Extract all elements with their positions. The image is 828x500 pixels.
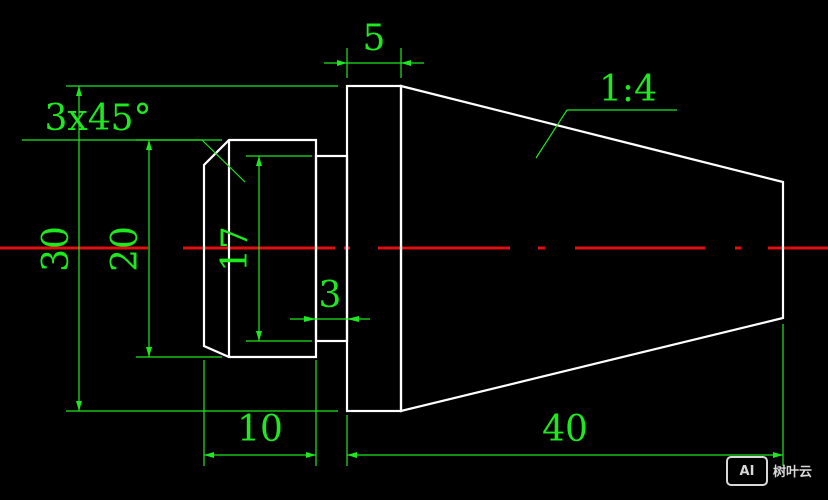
part-outline: [202, 84, 785, 413]
taper-ratio-label: 1:4: [599, 69, 657, 110]
watermark: AI 树叶云: [726, 456, 812, 486]
watermark-text: 树叶云: [773, 464, 812, 480]
chamfer-label: 3x45°: [44, 98, 151, 139]
length-40-label: 40: [542, 409, 588, 450]
dim-5-label: 5: [363, 18, 386, 59]
watermark-logo-text: AI: [740, 464, 755, 479]
watermark-logo-icon: [726, 456, 768, 486]
length-10-label: 10: [237, 409, 283, 450]
dim-3-label: 3: [319, 275, 342, 316]
dia-17-label: 17: [215, 226, 256, 272]
dia-30-label: 30: [36, 226, 77, 272]
dia-20-label: 20: [105, 226, 146, 272]
dimension-arrows: [76, 60, 783, 458]
